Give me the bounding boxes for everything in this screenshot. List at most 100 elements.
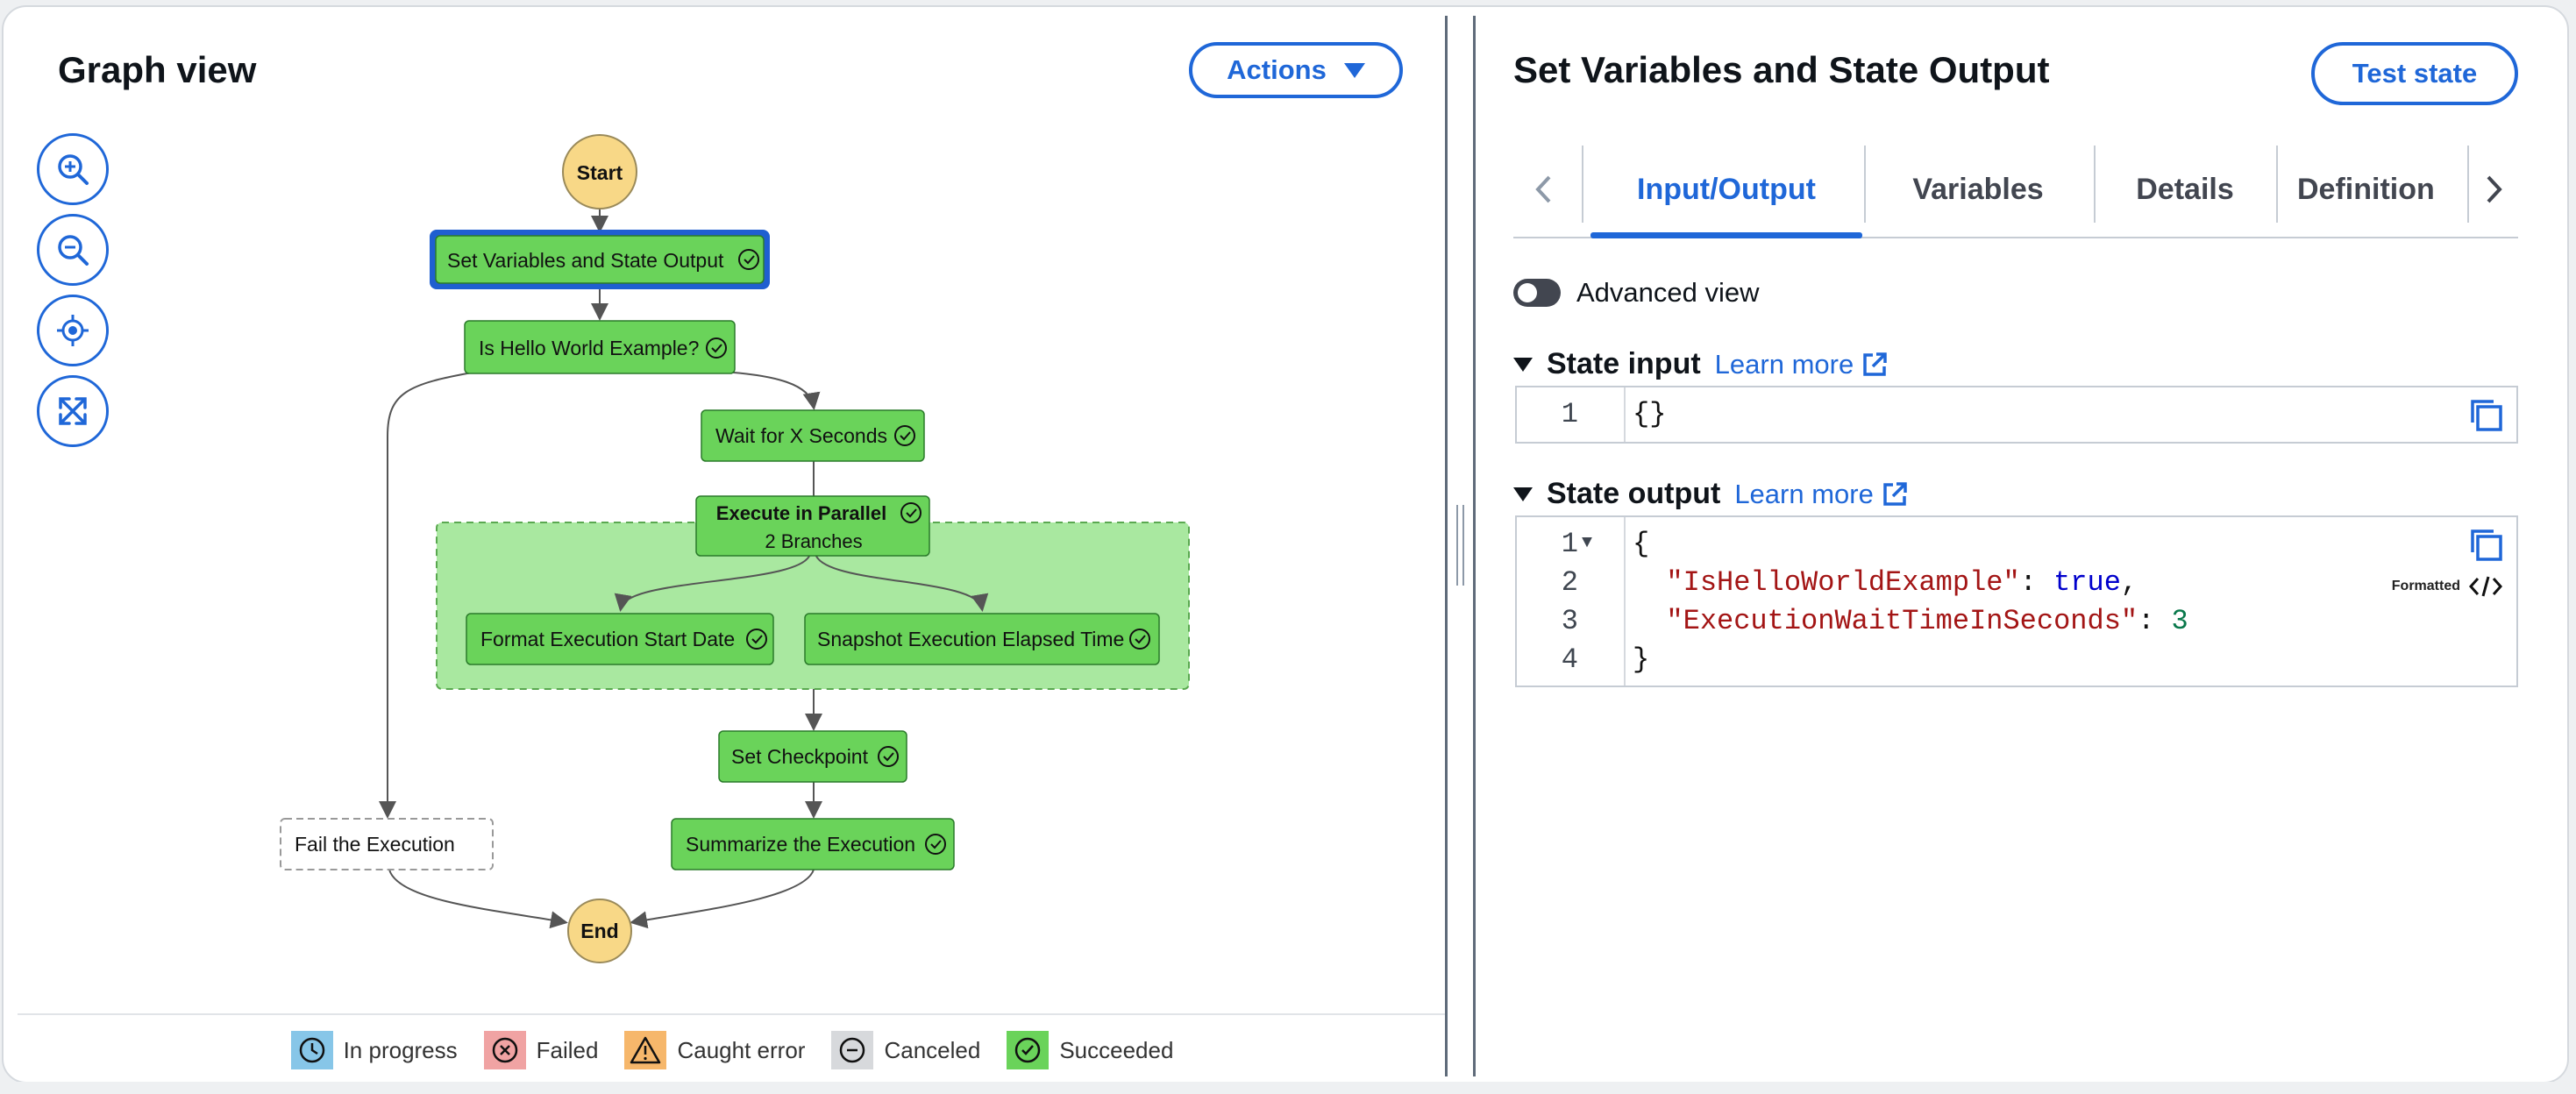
code-line: "IsHelloWorldExample": true, <box>1666 566 2138 599</box>
advanced-view-toggle[interactable] <box>1513 279 1561 307</box>
test-state-button[interactable]: Test state <box>2311 42 2518 105</box>
state-input-editor[interactable]: 1 {} <box>1515 386 2518 444</box>
node-format-date[interactable]: Format Execution Start Date <box>466 613 774 665</box>
zoom-in-button[interactable] <box>37 133 109 205</box>
code-line: "ExecutionWaitTimeInSeconds": 3 <box>1666 605 2188 637</box>
advanced-view-row: Advanced view <box>1513 277 1760 309</box>
node-execute-parallel[interactable]: Execute in Parallel 2 Branches <box>695 495 930 557</box>
start-node[interactable]: Start <box>562 134 637 210</box>
edge-summarize-end <box>630 869 815 929</box>
node-checkpoint[interactable]: Set Checkpoint <box>718 730 907 783</box>
json-key: "ExecutionWaitTimeInSeconds" <box>1666 605 2138 637</box>
state-input-title: State input <box>1547 347 1701 380</box>
fold-caret-icon[interactable]: ▼ <box>1582 533 1593 553</box>
state-input-learn-more[interactable]: Learn more <box>1715 349 1889 380</box>
window-bottom-edge <box>0 1082 2576 1094</box>
graph-view-title: Graph view <box>58 49 257 90</box>
legend-canceled: Canceled <box>831 1031 980 1069</box>
learn-more-label: Learn more <box>1714 348 1854 380</box>
fit-icon <box>59 397 87 425</box>
check-circle-icon <box>900 502 922 523</box>
json-value: 3 <box>2171 605 2188 637</box>
check-circle-icon <box>1015 1037 1041 1063</box>
tab-scroll-left[interactable] <box>1513 142 1575 237</box>
node-label: Set Checkpoint <box>731 745 869 768</box>
state-output-editor[interactable]: 1 ▼ 2 3 4 { "IsHelloWorldExample": true,… <box>1515 515 2518 687</box>
check-circle-icon <box>738 249 759 270</box>
state-machine-graph: Start Set Variables and State Output Is … <box>280 134 1190 963</box>
node-label: Execute in Parallel <box>716 502 886 524</box>
line-number: 1 <box>1561 528 1578 560</box>
check-circle-icon <box>925 834 946 855</box>
panel-divider <box>1473 16 1476 1076</box>
line-gutter: 1 ▼ 2 3 4 <box>1517 517 1626 686</box>
step-functions-window: Graph view Actions <box>2 5 2569 1083</box>
node-sublabel: 2 Branches <box>765 530 862 552</box>
clock-icon <box>299 1037 324 1063</box>
tab-definition[interactable]: Definition <box>2297 172 2435 206</box>
code-line: } <box>1633 643 1650 676</box>
actions-button[interactable]: Actions <box>1189 42 1403 98</box>
legend-caught-error: Caught error <box>624 1031 805 1069</box>
check-circle-icon <box>706 337 727 359</box>
node-summarize[interactable]: Summarize the Execution <box>671 818 955 870</box>
node-label: Fail the Execution <box>295 833 455 856</box>
state-output-header: State output Learn more <box>1513 477 1909 511</box>
node-label: Snapshot Execution Elapsed Time <box>817 628 1124 650</box>
tab-scroll-right[interactable] <box>2469 142 2518 237</box>
learn-more-label: Learn more <box>1734 478 1874 509</box>
zoom-out-button[interactable] <box>37 214 109 286</box>
caret-down-icon[interactable] <box>1513 487 1533 501</box>
copy-icon[interactable] <box>2467 396 2506 435</box>
line-number: 3 <box>1561 605 1578 637</box>
copy-icon[interactable] <box>2467 526 2506 565</box>
check-circle-icon <box>746 629 767 650</box>
code-icon <box>2469 576 2502 597</box>
state-detail-panel: Set Variables and State Output Test stat… <box>1477 7 2567 1082</box>
legend-succeeded: Succeeded <box>1007 1031 1173 1069</box>
line-number: 2 <box>1561 566 1578 599</box>
start-label: Start <box>577 161 623 184</box>
node-wait[interactable]: Wait for X Seconds <box>701 409 925 462</box>
json-value: true <box>2053 566 2121 599</box>
caret-down-icon[interactable] <box>1513 357 1533 372</box>
center-button[interactable] <box>37 295 109 366</box>
legend-label: Canceled <box>884 1036 981 1063</box>
status-legend: In progress Failed Caught error Canceled <box>18 1013 1447 1082</box>
node-is-hello-world[interactable]: Is Hello World Example? <box>464 320 736 374</box>
resize-handle[interactable] <box>1452 505 1468 586</box>
tab-details[interactable]: Details <box>2136 172 2234 206</box>
legend-label: In progress <box>343 1036 458 1063</box>
formatted-toggle[interactable]: Formatted <box>2392 575 2502 598</box>
advanced-view-label: Advanced view <box>1576 277 1760 308</box>
node-label: Summarize the Execution <box>686 833 915 856</box>
node-label: Format Execution Start Date <box>480 628 735 650</box>
legend-in-progress: In progress <box>290 1031 458 1069</box>
check-circle-icon <box>878 746 899 767</box>
node-label: Set Variables and State Output <box>447 249 724 272</box>
edge-ishello-wait <box>722 371 821 410</box>
tab-variables[interactable]: Variables <box>1912 172 2044 206</box>
caret-down-icon <box>1343 62 1365 78</box>
chevron-right-icon <box>2487 175 2502 203</box>
state-output-title: State output <box>1547 477 1721 510</box>
state-input-header: State input Learn more <box>1513 347 1889 381</box>
code-line: {} <box>1633 398 1667 430</box>
tab-input-output[interactable]: Input/Output <box>1590 142 1862 238</box>
end-node[interactable]: End <box>567 899 632 963</box>
code-line: { <box>1633 528 1650 560</box>
node-fail[interactable]: Fail the Execution <box>280 818 494 870</box>
node-snapshot[interactable]: Snapshot Execution Elapsed Time <box>804 613 1160 665</box>
fit-button[interactable] <box>37 375 109 447</box>
line-number: 4 <box>1561 643 1578 676</box>
state-output-learn-more[interactable]: Learn more <box>1734 479 1909 510</box>
chevron-left-icon <box>1535 175 1551 203</box>
node-label: Is Hello World Example? <box>479 337 699 359</box>
check-circle-icon <box>894 425 915 446</box>
graph-view-panel: Graph view Actions <box>4 7 1447 1082</box>
formatted-label: Formatted <box>2391 579 2460 593</box>
legend-label: Caught error <box>677 1036 806 1063</box>
external-link-icon <box>1863 352 1887 376</box>
panel-divider <box>1445 16 1448 1076</box>
node-set-variables[interactable]: Set Variables and State Output <box>430 230 770 289</box>
